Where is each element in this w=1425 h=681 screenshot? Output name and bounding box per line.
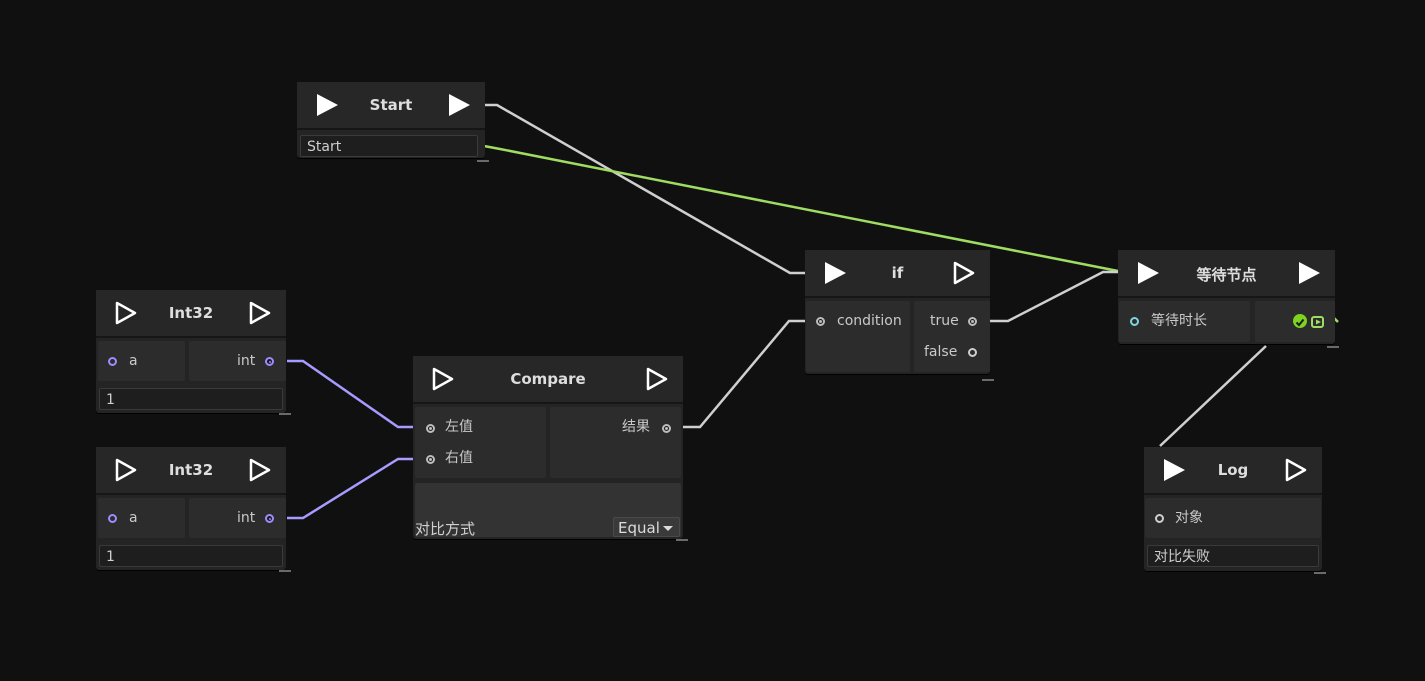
exec-out-play-icon[interactable]	[1283, 457, 1309, 483]
input-port-a[interactable]	[108, 514, 117, 523]
node-title: Int32	[168, 304, 214, 322]
resize-handle[interactable]	[477, 160, 489, 162]
int32-node-a[interactable]: Int32 a int 1	[96, 290, 291, 415]
output-label-int: int	[237, 510, 256, 526]
compare-mode-dropdown[interactable]: Equal	[613, 517, 680, 537]
node-title: Compare	[510, 370, 586, 388]
node-title: Int32	[168, 461, 214, 479]
output-port-int[interactable]	[265, 514, 274, 523]
log-node-header[interactable]: Log	[1144, 447, 1322, 495]
wire-start-to-if	[484, 103, 806, 275]
log-message-field[interactable]: 对比失败	[1147, 545, 1319, 567]
output-port-int[interactable]	[265, 357, 274, 366]
resize-handle[interactable]	[676, 539, 688, 541]
output-label-true: true	[930, 313, 959, 329]
wire-start-to-wait	[483, 144, 1119, 273]
start-node-header[interactable]: Start	[297, 82, 485, 130]
input-panel	[1145, 498, 1321, 538]
log-node[interactable]: Log 对象 对比失败	[1144, 447, 1326, 574]
output-label-false: false	[924, 344, 958, 360]
exec-out-play-icon[interactable]	[247, 300, 273, 326]
exec-in-play-icon[interactable]	[430, 366, 456, 392]
int-value-field[interactable]: 1	[99, 388, 283, 410]
resize-handle[interactable]	[1314, 572, 1326, 574]
if-node-header[interactable]: if	[805, 250, 990, 298]
output-port-result[interactable]	[662, 424, 671, 433]
int32-node-header[interactable]: Int32	[96, 290, 286, 338]
wait-node[interactable]: 等待节点 等待时长	[1118, 250, 1339, 348]
input-panel	[806, 301, 910, 372]
wire-compare-to-if-condition	[683, 319, 806, 429]
resize-handle[interactable]	[279, 413, 291, 415]
output-port-icon[interactable]	[1311, 314, 1325, 328]
compare-mode-value: Equal	[618, 519, 660, 537]
input-label-object: 对象	[1175, 510, 1203, 526]
if-node[interactable]: if condition true false	[805, 250, 994, 381]
input-port-condition[interactable]	[816, 317, 825, 326]
checkmark-status-icon	[1293, 314, 1307, 328]
node-title: 等待节点	[1196, 266, 1257, 284]
exec-in-play-icon[interactable]	[822, 260, 848, 286]
output-port-true[interactable]	[968, 317, 977, 326]
output-panel	[914, 301, 990, 372]
resize-handle[interactable]	[982, 379, 994, 381]
input-label-condition: condition	[837, 313, 902, 329]
exec-in-play-icon[interactable]	[1161, 457, 1187, 483]
start-node[interactable]: Start Start	[297, 82, 489, 162]
output-panel	[550, 407, 681, 478]
input-port-wait-duration[interactable]	[1130, 317, 1139, 326]
start-name-field[interactable]: Start	[300, 135, 478, 157]
input-label-a: a	[129, 353, 138, 369]
exec-out-play-icon[interactable]	[247, 457, 273, 483]
input-label-left-value: 左值	[445, 419, 473, 435]
resize-handle[interactable]	[1327, 346, 1339, 348]
output-label-result: 结果	[622, 419, 650, 435]
exec-in-play-icon[interactable]	[314, 92, 340, 118]
exec-out-play-icon[interactable]	[1296, 260, 1322, 286]
exec-out-play-icon[interactable]	[446, 92, 472, 118]
input-port-object[interactable]	[1155, 514, 1164, 523]
input-label-right-value: 右值	[445, 450, 473, 466]
resize-handle[interactable]	[279, 570, 291, 572]
output-label-int: int	[237, 353, 256, 369]
exec-out-play-icon[interactable]	[951, 260, 977, 286]
exec-out-play-icon[interactable]	[644, 366, 670, 392]
input-port-a[interactable]	[108, 357, 117, 366]
int32-node-header[interactable]: Int32	[96, 447, 286, 495]
node-title: Log	[1217, 461, 1249, 479]
input-label-a: a	[129, 510, 138, 526]
input-port-right-value[interactable]	[426, 455, 435, 464]
exec-in-play-icon[interactable]	[1135, 260, 1161, 286]
wire-if-true-to-wait	[988, 270, 1118, 323]
exec-in-play-icon[interactable]	[113, 300, 139, 326]
wire-wait-to-log	[1159, 345, 1267, 447]
input-panel	[415, 407, 546, 478]
wire-int-a-to-compare-left	[287, 359, 414, 429]
int-value-field[interactable]: 1	[99, 545, 283, 567]
wait-node-header[interactable]: 等待节点	[1118, 250, 1335, 298]
input-port-left-value[interactable]	[426, 424, 435, 433]
node-title: Start	[369, 96, 413, 114]
node-title: if	[891, 264, 904, 282]
output-port-false[interactable]	[968, 348, 977, 357]
input-panel	[1119, 301, 1250, 342]
exec-in-play-icon[interactable]	[113, 457, 139, 483]
input-label-wait-duration: 等待时长	[1151, 313, 1207, 329]
compare-mode-label: 对比方式	[415, 520, 476, 538]
compare-node[interactable]: Compare 左值 右值 结果 对比方式 Equal	[413, 356, 688, 541]
int32-node-b[interactable]: Int32 a int 1	[96, 447, 291, 572]
compare-node-header[interactable]: Compare	[413, 356, 683, 404]
wire-int-b-to-compare-right	[287, 457, 414, 520]
chevron-down-icon	[663, 526, 673, 531]
